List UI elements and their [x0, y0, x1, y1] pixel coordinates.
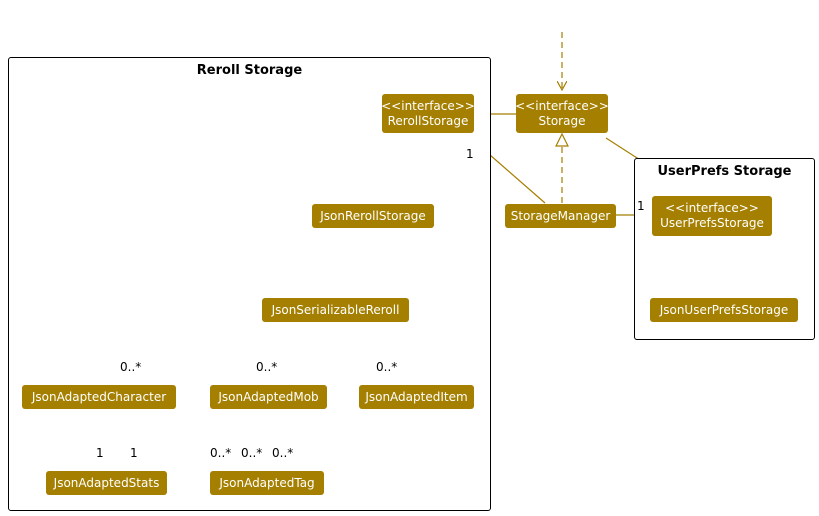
- json-adapted-character-name: JsonAdaptedCharacter: [31, 389, 167, 404]
- userprefs-storage-package-title: UserPrefs Storage: [657, 164, 792, 179]
- json-adapted-item-name: JsonAdaptedItem: [365, 389, 468, 404]
- storage-interface[interactable]: <<interface>> Storage: [515, 94, 609, 133]
- json-userprefs-storage[interactable]: JsonUserPrefsStorage: [650, 298, 798, 322]
- userprefs-storage-stereotype: <<interface>>: [665, 201, 759, 215]
- storage-name: Storage: [538, 113, 586, 128]
- multiplicity-character-to-stats: 1: [96, 446, 104, 460]
- reroll-storage-package-title: Reroll Storage: [196, 63, 303, 78]
- json-adapted-mob-name: JsonAdaptedMob: [218, 389, 319, 404]
- reroll-storage-name: RerollStorage: [387, 113, 469, 128]
- json-userprefs-storage-name: JsonUserPrefsStorage: [659, 302, 789, 317]
- multiplicity-manager-to-reroll: 1: [466, 147, 474, 161]
- json-adapted-tag-name: JsonAdaptedTag: [219, 475, 315, 490]
- storage-manager[interactable]: StorageManager: [505, 204, 616, 228]
- storage-manager-name: StorageManager: [510, 208, 611, 223]
- json-adapted-mob[interactable]: JsonAdaptedMob: [210, 385, 327, 409]
- json-adapted-item[interactable]: JsonAdaptedItem: [359, 385, 474, 409]
- json-reroll-storage-name: JsonRerollStorage: [320, 208, 426, 223]
- userprefs-storage-name: UserPrefsStorage: [660, 216, 764, 230]
- json-serializable-reroll-name: JsonSerializableReroll: [271, 302, 400, 317]
- multiplicity-manager-to-userprefs: 1: [637, 199, 645, 213]
- json-serializable-reroll[interactable]: JsonSerializableReroll: [262, 298, 409, 322]
- userprefs-storage-interface[interactable]: <<interface>> UserPrefsStorage: [652, 196, 772, 236]
- json-adapted-character[interactable]: JsonAdaptedCharacter: [22, 385, 176, 409]
- multiplicity-mob-to-stats: 1: [130, 446, 138, 460]
- json-reroll-storage[interactable]: JsonRerollStorage: [312, 204, 434, 228]
- storage-stereotype: <<interface>>: [515, 98, 609, 113]
- json-adapted-stats[interactable]: JsonAdaptedStats: [46, 471, 167, 495]
- reroll-storage-stereotype: <<interface>>: [381, 98, 475, 113]
- multiplicity-mob-to-tag: 0..*: [241, 446, 263, 460]
- json-adapted-stats-name: JsonAdaptedStats: [53, 475, 160, 490]
- reroll-storage-interface[interactable]: <<interface>> RerollStorage: [381, 94, 475, 133]
- multiplicity-serializable-to-mob: 0..*: [256, 360, 278, 374]
- json-adapted-tag[interactable]: JsonAdaptedTag: [210, 471, 324, 495]
- multiplicity-item-to-tag: 0..*: [272, 446, 294, 460]
- multiplicity-serializable-to-item: 0..*: [376, 360, 398, 374]
- multiplicity-serializable-to-character: 0..*: [120, 360, 142, 374]
- multiplicity-character-to-tag: 0..*: [210, 446, 232, 460]
